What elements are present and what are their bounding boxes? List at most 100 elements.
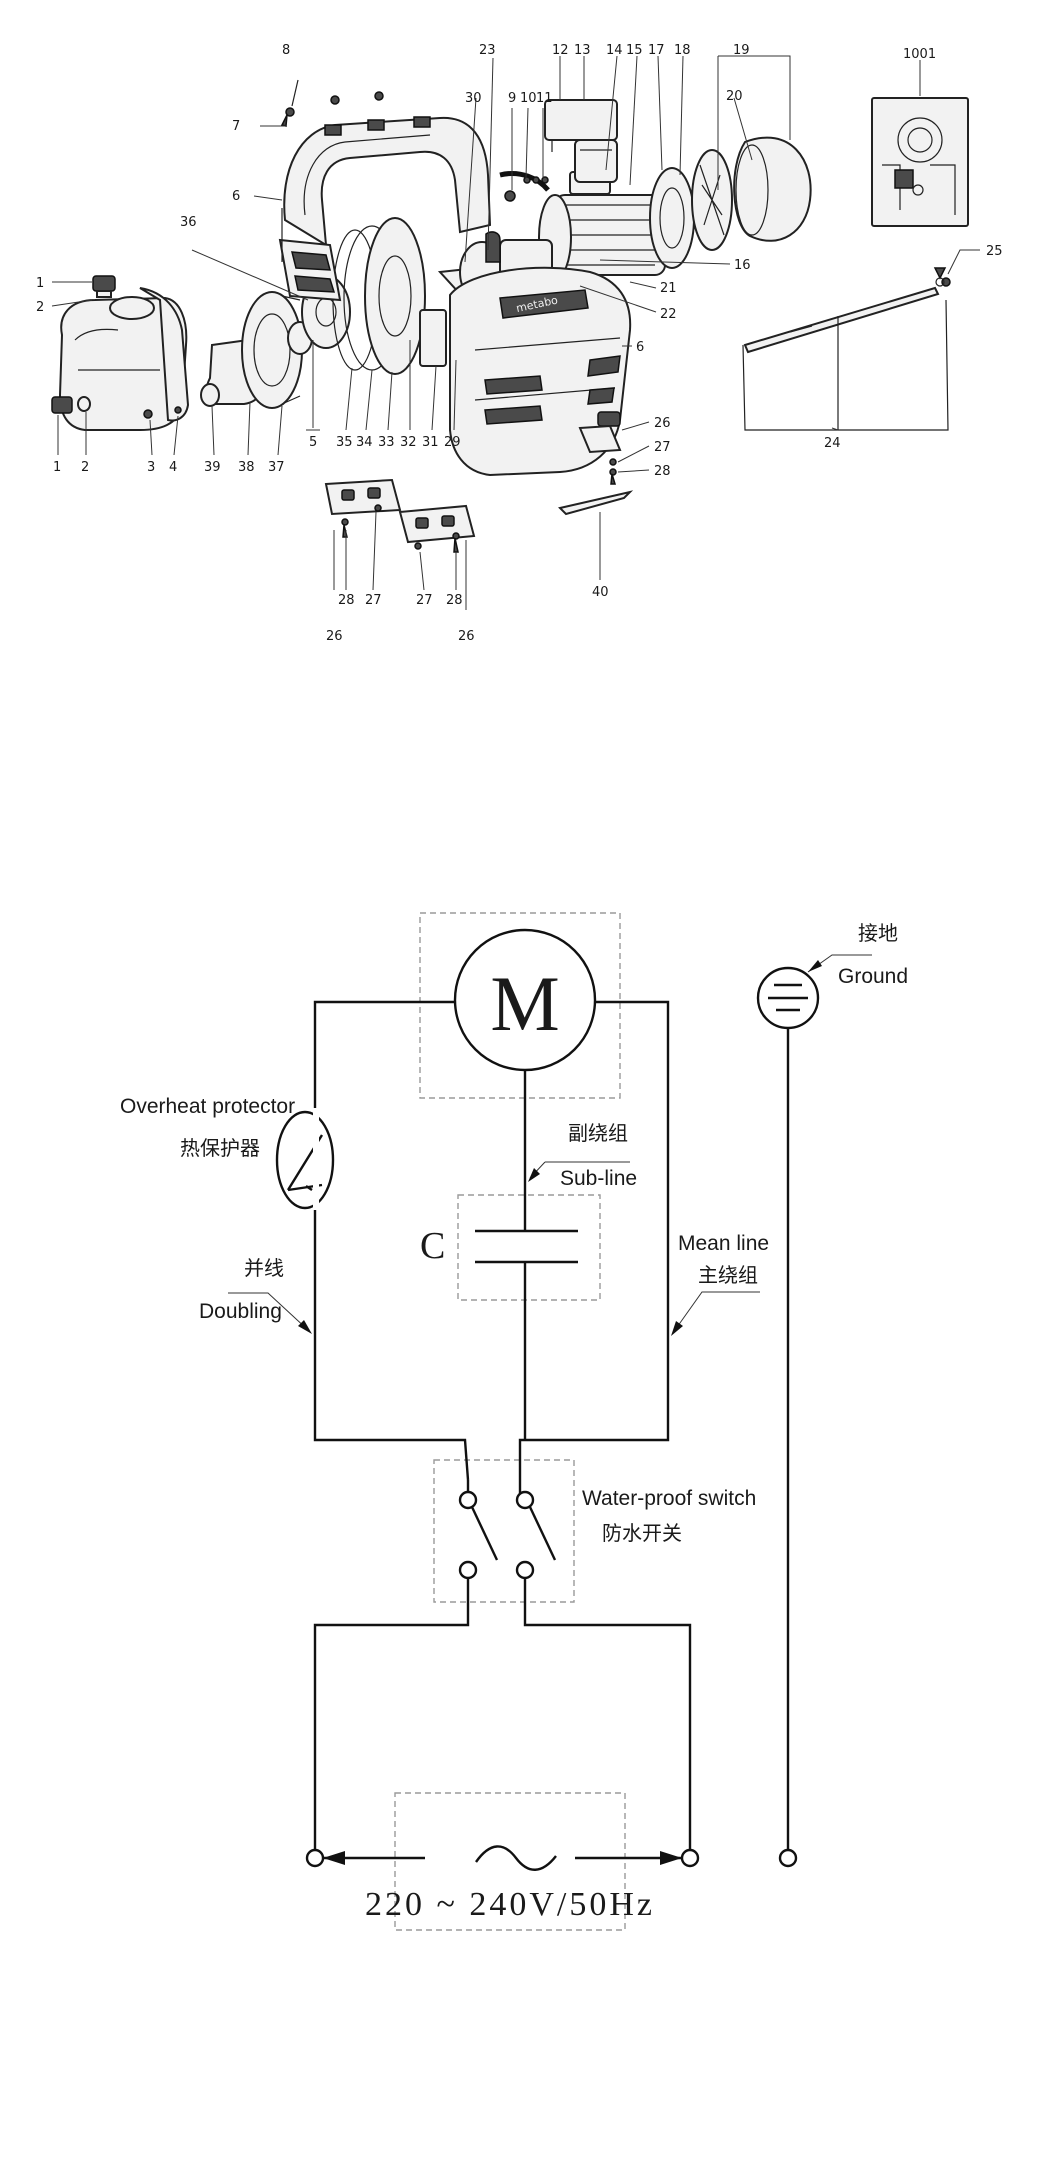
part-number: 29	[444, 435, 461, 450]
main-line-leader-arrow	[671, 1321, 683, 1336]
part-number: 2	[36, 300, 44, 315]
part-number: 21	[660, 281, 677, 296]
inset-wiring-detail	[871, 97, 969, 227]
ground-label-zh: 接地	[858, 921, 898, 945]
part-number: 23	[479, 43, 496, 58]
protector-gap	[313, 1108, 319, 1210]
power-cable	[742, 267, 951, 431]
supply-arrowhead-right	[660, 1851, 682, 1865]
part-number: 40	[592, 585, 609, 600]
part-number: 3	[147, 460, 155, 475]
part-number: 9	[508, 91, 516, 106]
part-number: 5	[309, 435, 317, 450]
water-proof-switch	[313, 1480, 692, 1850]
part-number: 20	[726, 89, 743, 104]
overheat-protector-label-en: Overheat protector	[120, 1095, 295, 1118]
fan-assembly	[649, 136, 812, 269]
doubling-label-en: Doubling	[199, 1300, 282, 1323]
water-proof-switch-label-zh: 防水开关	[602, 1521, 682, 1545]
motor-label: M	[490, 960, 559, 1047]
pump-housing	[51, 275, 190, 431]
ground-bars	[768, 983, 808, 1012]
part-number: 17	[648, 43, 665, 58]
overheat-protector-symbol	[275, 1110, 335, 1210]
water-proof-switch-label-en: Water-proof switch	[582, 1487, 756, 1510]
motor-box	[419, 912, 621, 1099]
part-number: 4	[169, 460, 177, 475]
ac-wave	[475, 1845, 557, 1871]
part-number: 28	[654, 464, 671, 479]
handle-frame	[278, 79, 492, 302]
part-number: 26	[458, 629, 475, 644]
part-number: 7	[232, 119, 240, 134]
doubling-label-zh: 并线	[244, 1256, 284, 1280]
part-number: 22	[660, 307, 677, 322]
supply-box	[394, 1792, 626, 1931]
part-number: 36	[180, 215, 197, 230]
wire-right-loop	[518, 1000, 670, 1480]
part-number: 26	[654, 416, 671, 431]
terminal-box	[499, 99, 618, 202]
ground-label-en: Ground	[838, 965, 908, 988]
part-number: 34	[356, 435, 373, 450]
part-number: 38	[238, 460, 255, 475]
doubling-leader-arrow	[298, 1320, 312, 1334]
ejector-assembly	[200, 291, 313, 409]
part-numbers: 1 2 1 2 3 4 39 38 37 5 35 34 33 32 31 29…	[36, 43, 1003, 644]
part-number: 27	[365, 593, 382, 608]
pump-shroud: metabo	[449, 266, 632, 477]
part-number: 13	[574, 43, 591, 58]
part-number: 1	[36, 276, 44, 291]
leader-lines	[51, 55, 980, 610]
part-number: 8	[282, 43, 290, 58]
part-number: 31	[422, 435, 439, 450]
main-line-label-zh: 主绕组	[698, 1263, 758, 1287]
sub-line-label-zh: 副绕组	[568, 1121, 628, 1145]
feet-pads	[324, 424, 622, 553]
overheat-protector-label-zh: 热保护器	[180, 1136, 260, 1160]
main-line-label-en: Mean line	[678, 1232, 769, 1255]
part-number: 33	[378, 435, 395, 450]
supply-arrowhead-left	[323, 1851, 345, 1865]
wiring-diagram: M C	[120, 912, 908, 1931]
supply-terminal-left	[305, 1848, 325, 1868]
sub-line-label-en: Sub-line	[560, 1167, 637, 1190]
part-number: 18	[674, 43, 691, 58]
capacitor-label: C	[420, 1225, 445, 1267]
part-number: 27	[654, 440, 671, 455]
part-number: 25	[986, 244, 1003, 259]
sub-line-leader-arrow	[528, 1168, 540, 1182]
part-number: 6	[636, 340, 644, 355]
part-number: 24	[824, 436, 841, 451]
supply-terminal-right	[680, 1848, 700, 1868]
part-number: 15	[626, 43, 643, 58]
part-number: 28	[338, 593, 355, 608]
part-number: 6	[232, 189, 240, 204]
part-number: 1	[53, 460, 61, 475]
part-number: 35	[336, 435, 353, 450]
part-number: 28	[446, 593, 463, 608]
part-number: 27	[416, 593, 433, 608]
part-number: 2	[81, 460, 89, 475]
switch-box	[433, 1459, 575, 1603]
main-line-leader	[674, 1291, 760, 1331]
doubling-leader	[228, 1292, 309, 1331]
ground-terminal	[778, 1848, 798, 1868]
exploded-parts-view: metabo	[36, 43, 1003, 644]
gasket-sheet	[558, 490, 634, 516]
ground-leader-arrow	[808, 960, 822, 972]
part-number: 26	[326, 629, 343, 644]
part-number: 37	[268, 460, 285, 475]
supply-voltage-label: 220 ~ 240V/50Hz	[365, 1886, 655, 1923]
part-number: 10	[520, 91, 537, 106]
overheat-hook	[305, 1185, 313, 1191]
part-number: 16	[734, 258, 751, 273]
part-number: 32	[400, 435, 417, 450]
part-number: 19	[733, 43, 750, 58]
part-number: 12	[552, 43, 569, 58]
part-number: 1001	[903, 47, 936, 62]
part-number: 39	[204, 460, 221, 475]
part-number: 14	[606, 43, 623, 58]
part-number: 30	[465, 91, 482, 106]
